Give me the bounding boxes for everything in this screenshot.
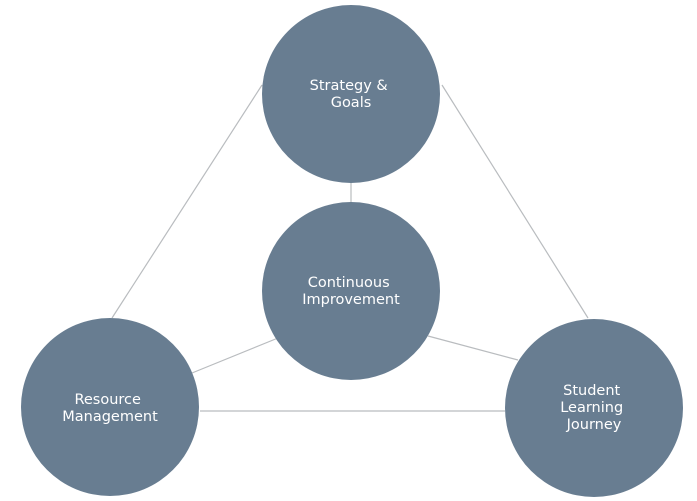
node-label-line: Improvement	[302, 292, 400, 308]
node-label: Strategy & Goals	[310, 78, 393, 111]
node-resource-management: Resource Management	[21, 318, 199, 496]
node-continuous-improvement: Continuous Improvement	[262, 202, 440, 380]
node-label-line: Resource	[74, 392, 141, 408]
node-circle	[262, 202, 440, 380]
node-label-line: Strategy &	[310, 78, 388, 94]
connector-continuous-student	[427, 335, 519, 361]
node-label-line: Student	[563, 383, 620, 399]
node-label-line: Journey	[566, 417, 622, 433]
node-label-line: Learning	[560, 400, 623, 416]
node-label: Continuous Improvement	[302, 275, 400, 308]
node-label: Resource Management	[62, 392, 158, 425]
connector-strategy-student	[441, 84, 589, 319]
node-student-learning-journey: Student Learning Journey	[505, 319, 683, 497]
node-label: Student Learning Journey	[560, 383, 628, 433]
node-strategy-goals: Strategy & Goals	[262, 5, 440, 183]
node-label-line: Management	[62, 409, 158, 425]
node-circle	[21, 318, 199, 496]
node-circle	[505, 319, 683, 497]
connector-strategy-resource	[111, 84, 263, 319]
node-label-line: Goals	[331, 95, 372, 111]
connector-continuous-resource	[191, 337, 279, 374]
node-circle	[262, 5, 440, 183]
node-label-line: Continuous	[308, 275, 390, 291]
connector-lines	[111, 84, 589, 412]
